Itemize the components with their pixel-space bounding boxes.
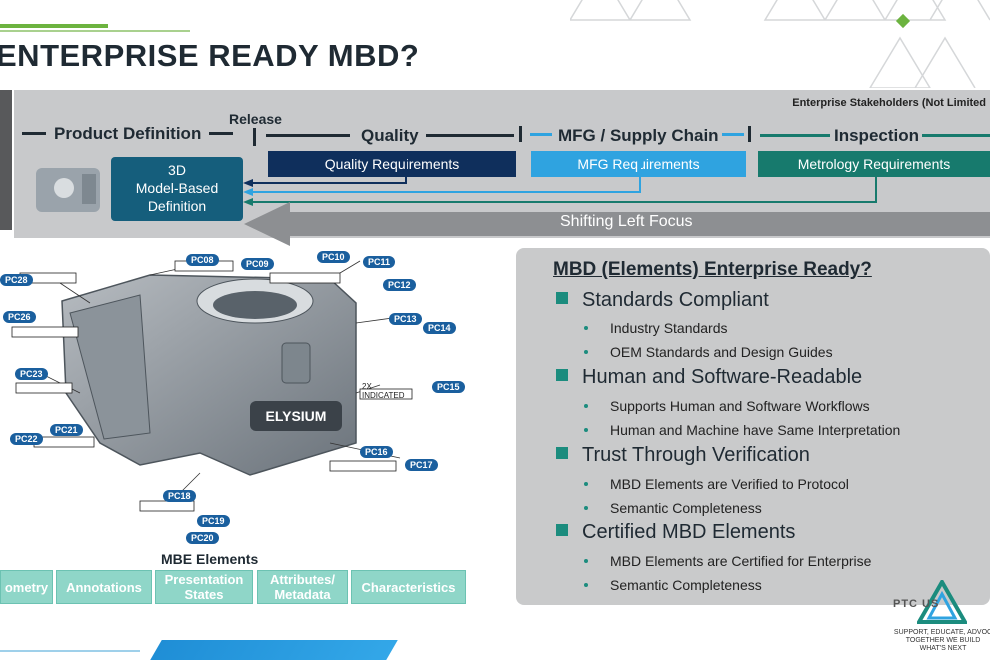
divider bbox=[519, 126, 522, 142]
ptc-logo-icon bbox=[917, 580, 967, 624]
section-heading: Certified MBD Elements bbox=[556, 521, 795, 544]
divider bbox=[748, 126, 751, 142]
dot-bullet-icon bbox=[584, 326, 588, 330]
pc-badge: PC18 bbox=[163, 490, 196, 502]
mbe-attributes-metadata-button[interactable]: Attributes/ Metadata bbox=[257, 570, 348, 604]
release-label: Release bbox=[229, 111, 282, 127]
model-based-definition-box: 3D Model-Based Definition bbox=[111, 157, 243, 221]
decorative-triangles bbox=[570, 0, 990, 88]
dash bbox=[426, 134, 514, 137]
pc-badge: PC28 bbox=[0, 274, 33, 286]
pc-badge: PC14 bbox=[423, 322, 456, 334]
section-item: MBD Elements are Verified to Protocol bbox=[584, 476, 849, 492]
mbe-geometry-button[interactable]: ometry bbox=[0, 570, 53, 604]
dot-bullet-icon bbox=[584, 583, 588, 587]
section-item: Human and Machine have Same Interpretati… bbox=[584, 422, 900, 438]
pc-badge: PC23 bbox=[15, 368, 48, 380]
square-bullet-icon bbox=[556, 292, 568, 304]
footer-accent-bar bbox=[150, 640, 398, 660]
phase-product-definition: Product Definition bbox=[54, 124, 202, 143]
phase-mfg: MFG / Supply Chain bbox=[558, 126, 719, 145]
part-thumbnail-icon bbox=[36, 168, 100, 212]
pc-badge: PC11 bbox=[363, 256, 396, 268]
indicated-note: 2X INDICATED bbox=[362, 382, 405, 400]
pc-badge: PC09 bbox=[241, 258, 274, 270]
dot-bullet-icon bbox=[584, 559, 588, 563]
shifting-left-focus-label: Shifting Left Focus bbox=[560, 213, 693, 230]
section-item: MBD Elements are Certified for Enterpris… bbox=[584, 553, 871, 569]
mbe-elements-label: MBE Elements bbox=[161, 551, 259, 567]
pc-badge: PC13 bbox=[389, 313, 422, 325]
logo-text: PTC US bbox=[893, 598, 940, 610]
left-panel-edge bbox=[0, 90, 12, 230]
pc-badge: PC12 bbox=[383, 279, 416, 291]
dash bbox=[722, 133, 744, 136]
dash bbox=[922, 134, 990, 137]
definition-line-1: 3D bbox=[168, 162, 186, 178]
phase-quality: Quality bbox=[361, 126, 419, 145]
pc-badge: PC08 bbox=[186, 254, 219, 266]
section-item: OEM Standards and Design Guides bbox=[584, 344, 833, 360]
section-item: Industry Standards bbox=[584, 320, 728, 336]
dot-bullet-icon bbox=[584, 482, 588, 486]
dot-bullet-icon bbox=[584, 404, 588, 408]
section-heading: Human and Software-Readable bbox=[556, 366, 862, 389]
square-bullet-icon bbox=[556, 369, 568, 381]
mbe-characteristics-button[interactable]: Characteristics bbox=[351, 570, 466, 604]
section-heading: Trust Through Verification bbox=[556, 444, 810, 467]
definition-line-3: Definition bbox=[147, 198, 207, 214]
mfg-requirements: MFG Requirements bbox=[531, 151, 746, 177]
pc-badge: PC10 bbox=[317, 251, 350, 263]
pc-badge: PC17 bbox=[405, 459, 438, 471]
square-bullet-icon bbox=[556, 524, 568, 536]
enterprise-ready-panel bbox=[516, 248, 990, 605]
section-item: Semantic Completeness bbox=[584, 500, 762, 516]
feedback-arrows bbox=[36, 151, 990, 246]
quality-requirements: Quality Requirements bbox=[268, 151, 516, 177]
dash bbox=[209, 132, 233, 135]
page-title: ENTERPRISE READY MBD? bbox=[0, 38, 420, 73]
dot-bullet-icon bbox=[584, 350, 588, 354]
footer-line bbox=[0, 650, 140, 652]
section-item: Semantic Completeness bbox=[584, 577, 762, 593]
dash bbox=[266, 134, 350, 137]
dot-bullet-icon bbox=[584, 506, 588, 510]
mbe-annotations-button[interactable]: Annotations bbox=[56, 570, 152, 604]
stakeholders-label: Enterprise Stakeholders (Not Limited bbox=[792, 97, 986, 109]
panel-title: MBD (Elements) Enterprise Ready? bbox=[553, 259, 872, 280]
accent-line bbox=[0, 24, 108, 28]
section-item: Supports Human and Software Workflows bbox=[584, 398, 870, 414]
dot-bullet-icon bbox=[584, 428, 588, 432]
accent-line-light bbox=[0, 30, 190, 32]
dash bbox=[22, 132, 46, 135]
release-marker bbox=[253, 128, 256, 146]
phase-inspection: Inspection bbox=[834, 126, 920, 145]
mbe-presentation-states-button[interactable]: Presentation States bbox=[155, 570, 253, 604]
part-model-image: ELYSIUM bbox=[11, 260, 413, 512]
definition-line-2: Model-Based bbox=[135, 180, 219, 196]
section-heading: Standards Compliant bbox=[556, 289, 769, 312]
svg-text:ELYSIUM: ELYSIUM bbox=[266, 408, 327, 424]
pc-badge: PC16 bbox=[360, 446, 393, 458]
pc-badge: PC21 bbox=[50, 424, 83, 436]
pc-badge: PC20 bbox=[186, 532, 219, 544]
metrology-requirements: Metrology Requirements bbox=[758, 151, 990, 177]
square-bullet-icon bbox=[556, 447, 568, 459]
dash bbox=[530, 133, 552, 136]
pc-badge: PC26 bbox=[3, 311, 36, 323]
dash bbox=[760, 134, 830, 137]
pc-badge: PC19 bbox=[197, 515, 230, 527]
pc-badge: PC22 bbox=[10, 433, 43, 445]
tagline: SUPPORT, EDUCATE, ADVOC TOGETHER WE BUIL… bbox=[893, 629, 990, 652]
pc-badge: PC15 bbox=[432, 381, 465, 393]
